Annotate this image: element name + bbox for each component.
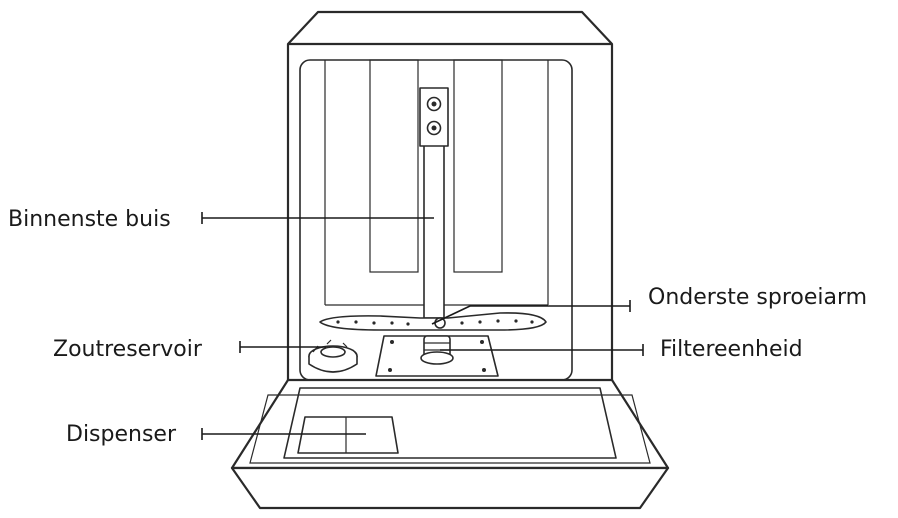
dispenser-compartment — [297, 416, 399, 454]
label-inner-tube: Binnenste buis — [8, 207, 171, 232]
label-filter-unit: Filtereenheid — [660, 337, 803, 362]
label-leaders — [201, 212, 644, 440]
label-dispenser: Dispenser — [66, 422, 177, 447]
salt-reservoir-cap — [308, 339, 358, 373]
filter-unit — [375, 335, 499, 377]
inner-tube — [419, 87, 449, 319]
lower-spray-arm — [319, 312, 547, 331]
dishwasher-door — [230, 378, 670, 510]
label-lower-spray-arm: Onderste sproeiarm — [648, 285, 867, 310]
label-salt-reservoir: Zoutreservoir — [53, 337, 203, 362]
